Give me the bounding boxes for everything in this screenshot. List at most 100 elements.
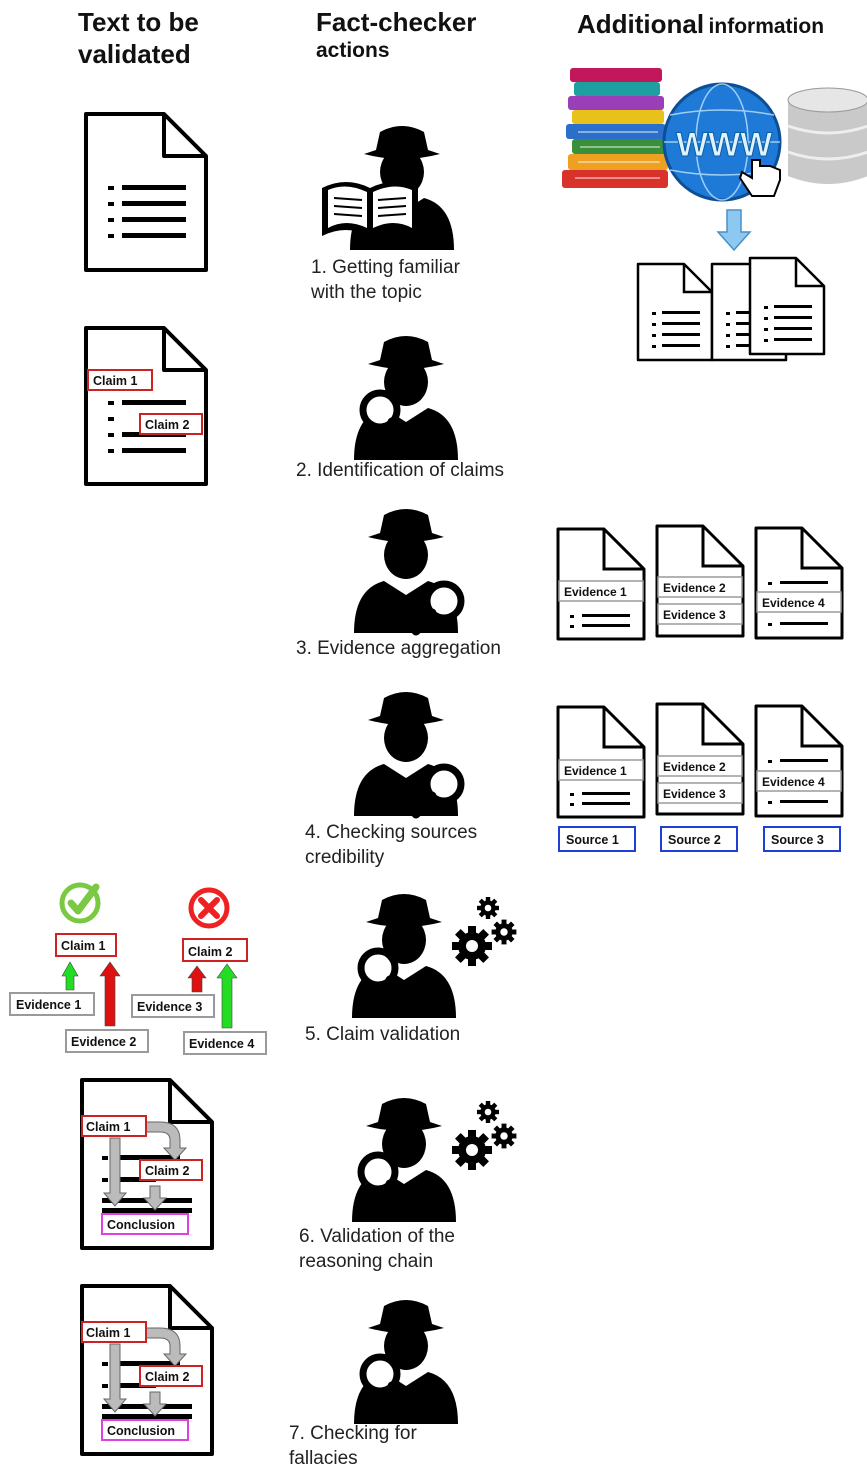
conclusion-label: Conclusion (107, 1218, 175, 1232)
refute-arrow (187, 965, 207, 993)
gear-icon (491, 919, 517, 945)
inference-arrow (102, 1137, 128, 1207)
reasoning-chain-document: Claim 1 Claim 2 Conclusion (80, 1078, 214, 1250)
gear-icon (452, 1130, 492, 1170)
evidence-3-label: Evidence 3 (663, 608, 726, 622)
claim-2-label: Claim 2 (188, 945, 233, 959)
evidence-3-box (131, 994, 215, 1018)
evidence-2-label: Evidence 2 (663, 760, 726, 774)
claim-1-label: Claim 1 (86, 1326, 131, 1340)
evidence-document: Evidence 2 Evidence 3 (655, 702, 745, 816)
step-3-caption: 3. Evidence aggregation (296, 636, 501, 661)
claim-2-label: Claim 2 (145, 1370, 190, 1384)
claim-2-box (139, 1365, 203, 1387)
evidence-4-box (183, 1031, 267, 1055)
claim-2-label: Claim 2 (145, 1164, 190, 1178)
evidence-1-label: Evidence 1 (564, 764, 627, 778)
claim-2-label: Claim 2 (145, 418, 190, 432)
detective-gears-icon (352, 894, 517, 1018)
support-arrow (216, 963, 238, 1029)
step-6-line2: reasoning chain (299, 1251, 434, 1272)
step-7-line1: 7. Checking for (289, 1423, 417, 1444)
evidence-2-box (65, 1029, 149, 1053)
column-header-text-line2: validated (78, 39, 191, 69)
source-3-box (763, 826, 841, 852)
source-3-label: Source 3 (771, 833, 824, 847)
detective-magnifier-icon (354, 336, 458, 460)
magnifier-icon (357, 1151, 411, 1207)
conclusion-label: Conclusion (107, 1424, 175, 1438)
inference-arrow (102, 1343, 128, 1413)
www-globe-icon: WWW (662, 82, 782, 202)
column-header-info-rest: information (708, 15, 825, 38)
open-book-icon (322, 182, 418, 236)
claim-1-label: Claim 1 (93, 374, 138, 388)
column-header-info: Additional information (577, 8, 824, 42)
gear-icon (477, 1101, 499, 1123)
step-1-line2: with the topic (311, 282, 422, 303)
magnifier-icon (357, 947, 411, 1003)
magnifier-icon (359, 1353, 413, 1409)
www-label: WWW (676, 126, 773, 164)
document-icon (636, 262, 714, 362)
source-1-label: Source 1 (566, 833, 619, 847)
claim-1-label: Claim 1 (86, 1120, 131, 1134)
claim-1-box (81, 1321, 147, 1343)
gear-icon (452, 926, 492, 966)
step-2-caption: 2. Identification of claims (296, 458, 504, 483)
evidence-document: Evidence 2 Evidence 3 (655, 524, 745, 638)
claim-1-label: Claim 1 (61, 939, 106, 953)
claim-2-box (139, 413, 203, 435)
database-icon (787, 87, 867, 184)
step-4-caption: 4. Checking sources credibility (305, 820, 477, 870)
evidence-3-label: Evidence 3 (137, 1000, 202, 1014)
evidence-4-label: Evidence 4 (762, 596, 825, 610)
step-4-line1: 4. Checking sources (305, 822, 478, 843)
support-arrow (61, 961, 79, 991)
cross-icon (188, 887, 230, 929)
claim-1-box (87, 369, 153, 391)
column-header-info-bold: Additional (577, 9, 705, 39)
evidence-2-label: Evidence 2 (71, 1035, 136, 1049)
refute-arrow (99, 961, 121, 1027)
evidence-2-label: Evidence 2 (663, 581, 726, 595)
inference-arrow (142, 1391, 168, 1417)
evidence-document: Evidence 1 (556, 705, 646, 819)
evidence-document: Evidence 4 (754, 526, 844, 640)
claim-1-box (81, 1115, 147, 1137)
detective-magnifier-icon (354, 1300, 458, 1424)
document-with-claims: Claim 1 Claim 2 (84, 326, 208, 486)
step-7-line2: fallacies (289, 1448, 358, 1469)
magnifier-icon (411, 580, 465, 636)
source-2-box (660, 826, 738, 852)
detective-magnifier-icon (354, 509, 465, 636)
claim-2-box (139, 1159, 203, 1181)
step-4-line2: credibility (305, 847, 385, 868)
inference-arrow (145, 1327, 188, 1367)
document-icon (84, 112, 208, 272)
step-6-line1: 6. Validation of the (299, 1226, 455, 1247)
evidence-1-label: Evidence 1 (564, 585, 627, 599)
detective-reading-icon (322, 126, 454, 250)
step-7-caption: 7. Checking for fallacies (289, 1421, 417, 1471)
check-icon (59, 882, 101, 924)
magnifier-icon (359, 389, 413, 445)
column-header-actions-line2: actions (316, 39, 390, 62)
evidence-3-label: Evidence 3 (663, 787, 726, 801)
books-icon (562, 68, 668, 188)
evidence-4-label: Evidence 4 (762, 775, 825, 789)
evidence-document: Evidence 4 (754, 704, 844, 818)
detective-gears-icon (352, 1098, 517, 1222)
magnifier-icon (411, 763, 465, 819)
source-1-box (558, 826, 636, 852)
source-2-label: Source 2 (668, 833, 721, 847)
conclusion-box (101, 1419, 189, 1441)
column-header-text: Text to be validated (78, 6, 199, 70)
step-5-caption: 5. Claim validation (305, 1022, 460, 1047)
hand-cursor-icon (738, 159, 781, 197)
detective-magnifier-icon (354, 692, 465, 819)
step-2-line1: 2. Identification of claims (296, 460, 505, 481)
step-3-line1: 3. Evidence aggregation (296, 638, 501, 659)
column-header-actions-line1: Fact-checker (316, 7, 477, 37)
